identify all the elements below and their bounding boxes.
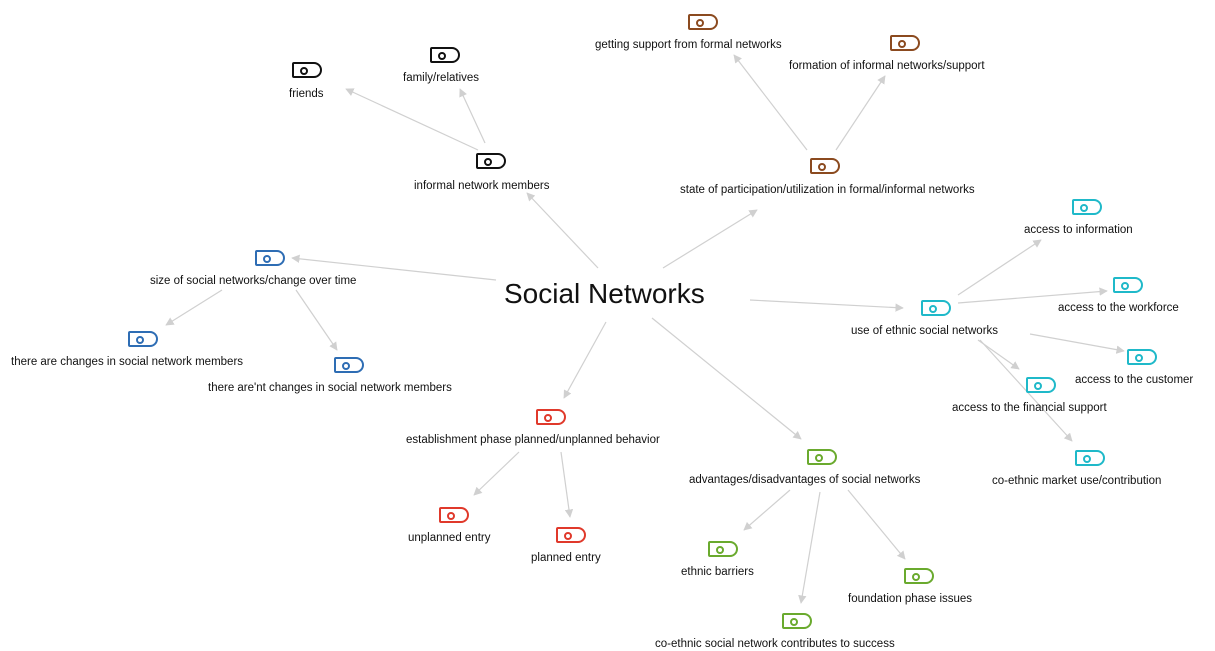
node-label: access to the customer — [1075, 374, 1194, 386]
node-label: there are changes in social network memb… — [11, 356, 244, 368]
edge-arrow — [743, 489, 791, 531]
node-label: getting support from formal networks — [595, 39, 782, 51]
edge-arrow — [651, 317, 802, 440]
node-label: state of participation/utilization in fo… — [680, 184, 975, 196]
edge-arrow — [295, 289, 338, 351]
node-label: ethnic barriers — [681, 566, 754, 578]
tag-icon — [807, 449, 837, 465]
tag-icon — [439, 507, 469, 523]
tag-icon — [1127, 349, 1157, 365]
node-label: advantages/disadvantages of social netwo… — [689, 474, 921, 486]
tag-icon — [128, 331, 158, 347]
node-label: planned entry — [531, 552, 601, 564]
tag-icon — [688, 14, 718, 30]
node-label: size of social networks/change over time — [150, 275, 357, 287]
tag-icon — [890, 35, 920, 51]
tag-icon — [1072, 199, 1102, 215]
tag-icon — [810, 158, 840, 174]
tag-icon — [255, 250, 285, 266]
tag-icon — [1113, 277, 1143, 293]
edge-arrow — [749, 299, 904, 312]
node-label: access to information — [1024, 224, 1133, 236]
edge-arrow — [459, 88, 486, 144]
tag-icon — [921, 300, 951, 316]
edge-arrow — [847, 489, 906, 560]
edge-arrow — [798, 491, 821, 604]
edge-arrow — [733, 54, 808, 151]
edge-arrow — [526, 192, 599, 269]
tag-icon — [334, 357, 364, 373]
node-label: friends — [289, 88, 324, 100]
tag-icon — [708, 541, 738, 557]
edge-group — [165, 54, 1125, 604]
edge-arrow — [165, 289, 223, 326]
edge-arrow — [662, 209, 758, 269]
node-label: establishment phase planned/unplanned be… — [406, 434, 660, 446]
tag-icon — [1075, 450, 1105, 466]
edge-arrow — [957, 239, 1042, 296]
node-label: access to the workforce — [1058, 302, 1179, 314]
tag-icon — [476, 153, 506, 169]
edge-arrow — [473, 451, 520, 496]
edge-arrow — [345, 88, 479, 151]
node-label: family/relatives — [403, 72, 480, 84]
node-label: there are'nt changes in social network m… — [208, 382, 452, 394]
node-label: access to the financial support — [952, 402, 1107, 414]
tag-icon — [430, 47, 460, 63]
node-label: co-ethnic social network contributes to … — [655, 638, 895, 650]
tag-icon — [1026, 377, 1056, 393]
tag-icon — [782, 613, 812, 629]
tag-icon — [292, 62, 322, 78]
tag-icon — [536, 409, 566, 425]
node-label: informal network members — [414, 180, 550, 192]
node-label: co-ethnic market use/contribution — [992, 475, 1162, 487]
node-label: formation of informal networks/support — [789, 60, 985, 72]
tag-icon — [904, 568, 934, 584]
node-label: use of ethnic social networks — [851, 325, 999, 337]
edge-arrow — [1029, 333, 1125, 354]
node-label: foundation phase issues — [848, 593, 973, 605]
edge-arrow — [563, 321, 607, 399]
central-topic[interactable]: Social Networks — [504, 278, 705, 309]
tag-icon — [556, 527, 586, 543]
node-label: unplanned entry — [408, 532, 491, 544]
edge-arrow — [560, 451, 574, 518]
edge-arrow — [291, 254, 497, 281]
edge-arrow — [835, 75, 886, 151]
edge-arrow — [957, 287, 1108, 304]
